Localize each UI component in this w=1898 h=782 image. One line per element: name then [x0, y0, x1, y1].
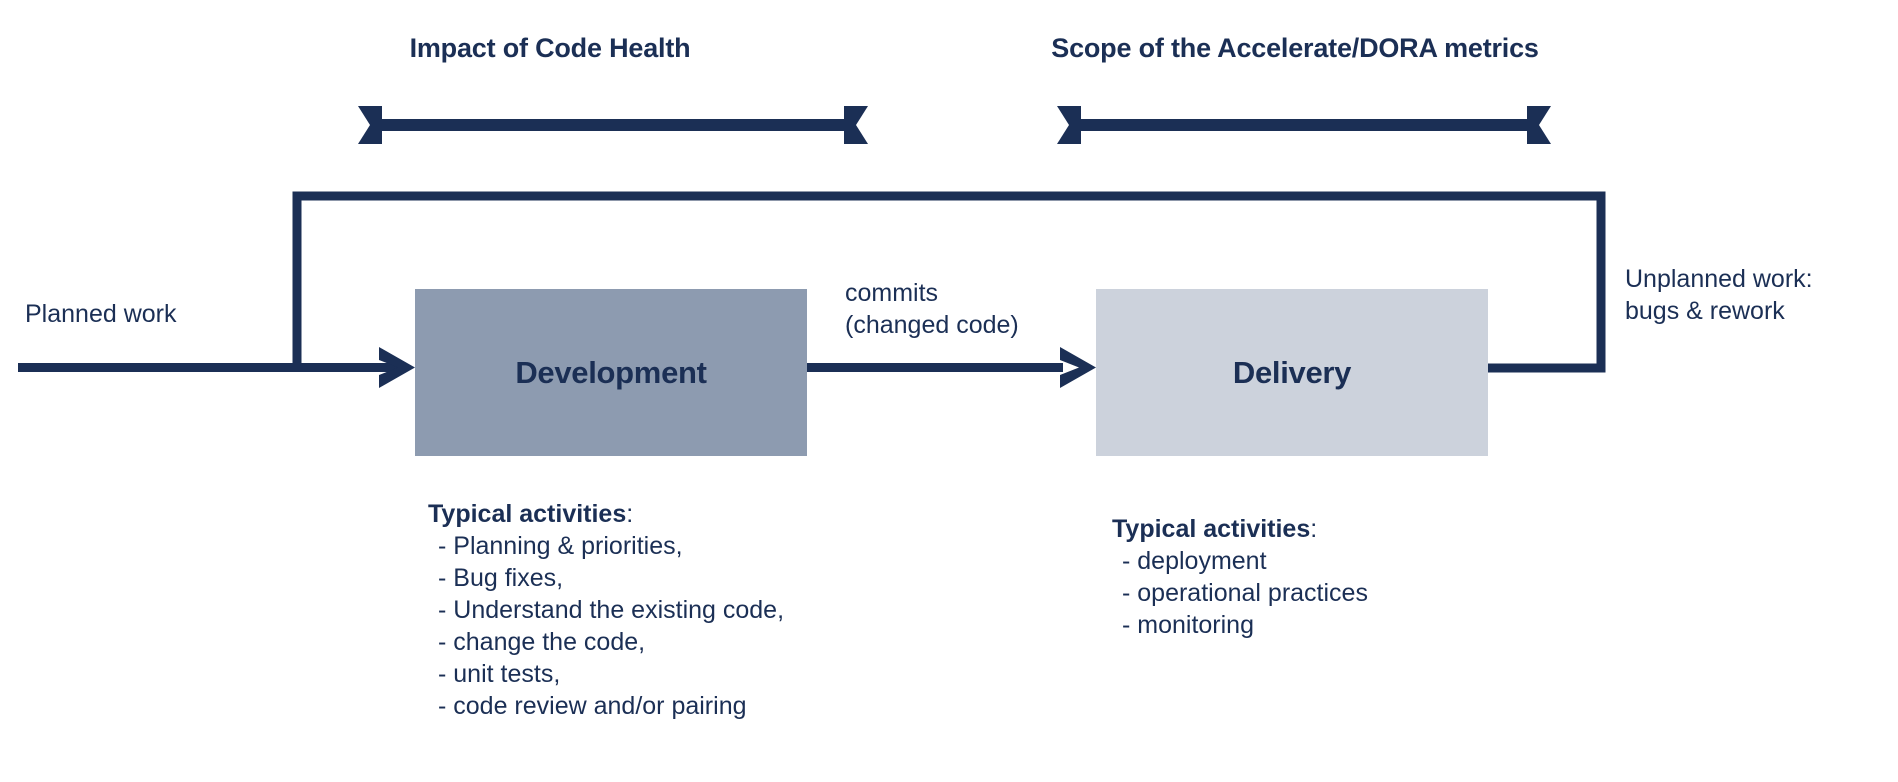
activities-delivery: Typical activities: - deployment - opera… [1112, 513, 1368, 641]
activities-development-list: - Planning & priorities, - Bug fixes, - … [428, 530, 784, 722]
activities-development-title-text: Typical activities [428, 500, 627, 528]
feedback-loop-path [292, 191, 1606, 373]
list-item: - monitoring [1122, 611, 1254, 639]
activities-development-title-colon: : [626, 500, 634, 528]
list-item: - Understand the existing code, [438, 596, 785, 624]
process-box-delivery-label: Delivery [1232, 354, 1352, 390]
activities-delivery-title-colon: : [1310, 515, 1318, 543]
span-arrow-scope-dora [1057, 106, 1551, 144]
list-item: - code review and/or pairing [438, 692, 747, 720]
activities-delivery-list: - deployment - operational practices - m… [1112, 545, 1368, 641]
span-heading-impact-code-health: Impact of Code Health [409, 33, 691, 63]
arrow-development-to-delivery [807, 347, 1096, 388]
label-commits: commits (changed code) [845, 279, 1019, 339]
process-box-development-label: Development [515, 354, 707, 390]
label-unplanned-work: Unplanned work: bugs & rework [1625, 265, 1813, 325]
activities-development-title: Typical activities: [428, 498, 784, 530]
list-item: - Bug fixes, [438, 564, 564, 592]
span-arrow-impact-code-health [358, 106, 868, 144]
list-item: - change the code, [438, 628, 646, 656]
list-item: - deployment [1122, 547, 1267, 575]
label-planned-work: Planned work [25, 300, 177, 328]
activities-delivery-title-text: Typical activities [1112, 515, 1311, 543]
list-item: - Planning & priorities, [438, 532, 683, 560]
arrow-planned-work-to-development [18, 347, 415, 388]
list-item: - unit tests, [438, 660, 561, 688]
activities-delivery-title: Typical activities: [1112, 513, 1368, 545]
activities-development: Typical activities: - Planning & priorit… [428, 498, 784, 722]
list-item: - operational practices [1122, 579, 1368, 607]
process-box-development[interactable]: Development [415, 289, 807, 456]
span-heading-scope-dora: Scope of the Accelerate/DORA metrics [1051, 33, 1539, 63]
process-box-delivery[interactable]: Delivery [1096, 289, 1488, 456]
